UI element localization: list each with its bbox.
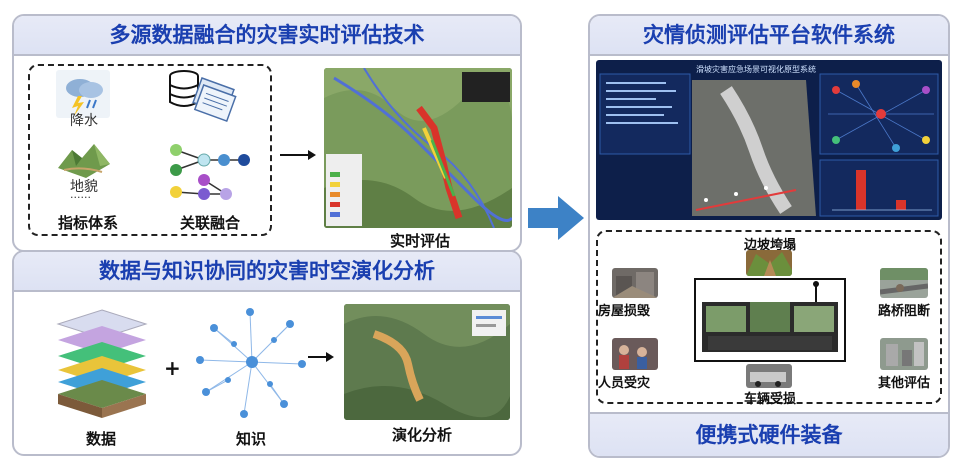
people-affected-label: 人员受灾 [598,376,651,391]
knowledge-label: 知识 [236,430,267,448]
rain-label: 降水 [70,113,98,129]
slope-collapse-label: 边坡垮塌 [744,238,797,253]
left-bottom-header: 数据与知识协同的灾害时空演化分析 [14,252,520,292]
evolution-arrow-head [326,352,334,362]
road-block-label: 路桥阻断 [878,304,931,319]
fusion-label: 关联融合 [180,214,241,232]
platform-screenshot: 滑坡灾害应急场景可视化原型系统 [596,60,942,220]
landform-icon [56,136,112,180]
other-assessment-label: 其他评估 [878,376,931,391]
other-assessment-photo [880,338,928,370]
index-system-label: 指标体系 [58,214,119,232]
database-icon [166,68,248,130]
fusion-arrow-line [280,154,310,156]
ellipsis-label: ...... [70,188,91,201]
portable-device-frame [694,278,846,362]
realtime-label: 实时评估 [390,232,451,250]
people-affected-photo [612,338,658,370]
left-top-header: 多源数据融合的灾害实时评估技术 [14,16,520,56]
right-header: 灾情侦测评估平台软件系统 [590,16,948,56]
left-top-panel: 多源数据融合的灾害实时评估技术 降水 地貌 ...... [12,14,522,252]
input-dashed-box [28,64,272,236]
main-flow-arrow [528,196,584,240]
vehicle-damage-photo [746,364,792,388]
evolution-analysis-map [344,304,510,420]
fusion-arrow-head [308,150,316,160]
right-panel: 灾情侦测评估平台软件系统 滑坡灾害应急场景可视化原型系统 [588,14,950,458]
knowledge-graph-icon [194,304,310,422]
left-bottom-panel: 数据与知识协同的灾害时空演化分析 + [12,250,522,456]
hardware-dashed-box [596,230,942,404]
road-block-photo [880,268,928,298]
realtime-assessment-map [324,68,512,228]
layered-data-icon [54,306,150,420]
platform-screen-title: 滑坡灾害应急场景可视化原型系统 [696,65,816,74]
house-damage-label: 房屋损毁 [598,304,651,319]
plus-sign: + [164,356,181,380]
slope-collapse-photo [746,250,792,276]
data-label: 数据 [86,430,117,448]
rain-weather-icon [56,70,110,118]
evolution-arrow-line [308,356,328,358]
right-footer: 便携式硬件装备 [590,412,948,456]
landform-label: 地貌 [70,179,98,195]
house-damage-photo [612,268,658,298]
vehicle-damage-label: 车辆受损 [744,392,797,407]
fusion-graph-icon [164,136,254,210]
evolution-label: 演化分析 [392,426,453,444]
